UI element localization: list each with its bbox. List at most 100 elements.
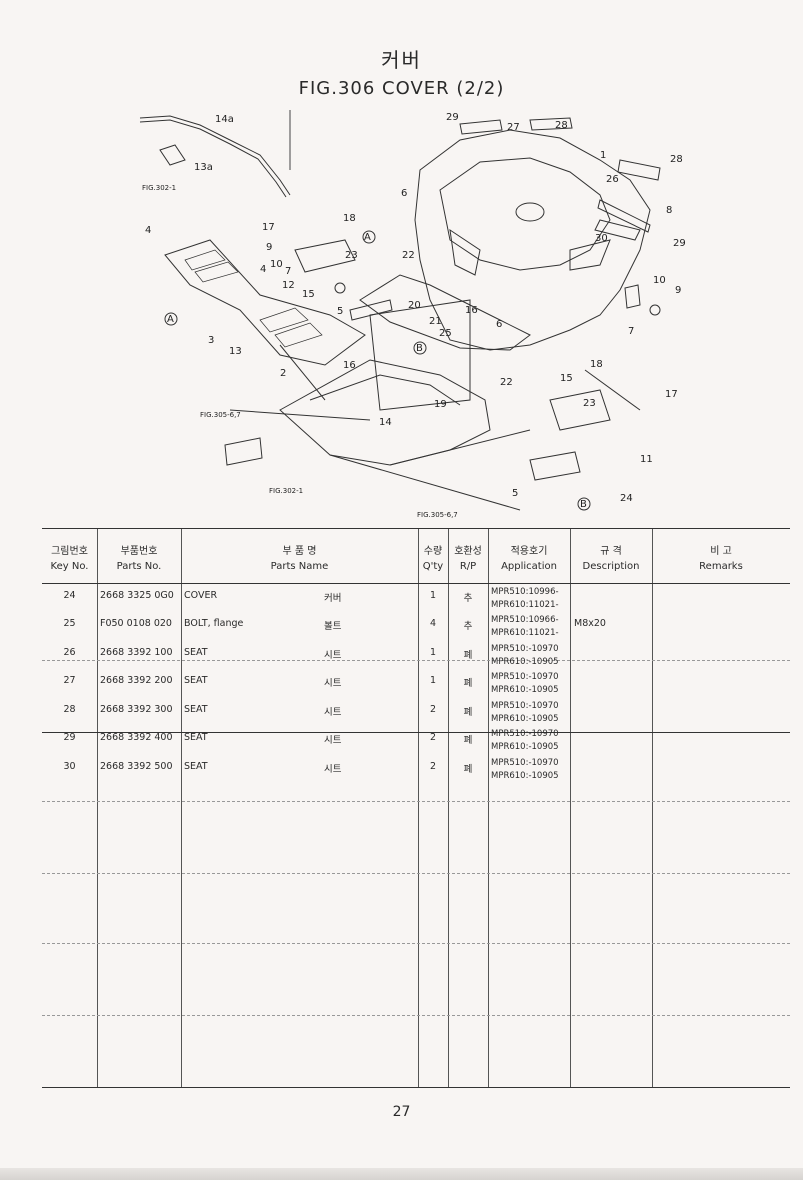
callout: B <box>416 343 423 354</box>
row-24-name-ko: 커버 <box>324 593 342 604</box>
callout: 11 <box>640 454 653 465</box>
seat-28-right <box>617 159 661 181</box>
cover-body <box>414 129 651 351</box>
row-25-application: MPR610:11021- <box>491 628 559 638</box>
row-30-name: SEAT <box>184 761 208 772</box>
row-24-name: COVER <box>184 590 218 601</box>
row-25-part-no: F050 0108 020 <box>100 618 172 629</box>
row-26-application: MPR510:-10970 <box>491 644 559 654</box>
callout: 2 <box>280 368 286 379</box>
callout: 6 <box>401 188 407 199</box>
cover-24 <box>529 451 581 481</box>
row-29-part-no: 2668 3392 400 <box>100 732 173 743</box>
grommet-9 <box>649 304 661 316</box>
row-24-application: MPR610:11021- <box>491 600 559 610</box>
row-30-application: MPR610:-10905 <box>491 771 559 781</box>
callout: 13a <box>194 162 213 173</box>
row-26-rp: 폐 <box>463 650 473 661</box>
seat-29-top <box>459 119 503 135</box>
row-27-application: MPR610:-10905 <box>491 685 559 695</box>
row-27-application: MPR510:-10970 <box>491 672 559 682</box>
callout: 16 <box>343 360 356 371</box>
row-26-name-ko: 시트 <box>324 650 342 661</box>
row-25-name-ko: 볼트 <box>324 621 342 632</box>
callout: B <box>580 499 587 510</box>
seat-28-top <box>529 117 573 131</box>
callout: 17 <box>262 222 275 233</box>
row-28-part-no: 2668 3392 300 <box>100 704 173 715</box>
row-28-key: 28 <box>63 704 76 715</box>
row-29-rp: 폐 <box>463 735 473 746</box>
row-26-qty: 1 <box>429 647 437 658</box>
callout: A <box>167 314 174 325</box>
bracket-assembly <box>369 299 471 411</box>
callout: FIG.305-6,7 <box>417 511 458 519</box>
callout: 28 <box>670 154 683 165</box>
bracket-7 <box>624 284 641 309</box>
callout: 4 <box>145 225 151 236</box>
figure-title-korean: 커버 <box>381 48 422 72</box>
row-26-name: SEAT <box>184 647 208 658</box>
callout: 18 <box>343 213 356 224</box>
floor-panel <box>359 274 531 351</box>
seat-30 <box>594 219 641 241</box>
row-24-application: MPR510:10996- <box>491 587 559 597</box>
row-27-name: SEAT <box>184 675 208 686</box>
callout: 25 <box>439 328 452 339</box>
callout: 24 <box>620 493 633 504</box>
row-30-rp: 폐 <box>463 764 473 775</box>
callout: 28 <box>555 120 568 131</box>
callout: FIG.302-1 <box>269 487 303 495</box>
diagram-callouts: 14a 13a FIG.302-1 29 27 28 1 26 28 8 29 … <box>142 112 686 519</box>
callout: 22 <box>500 377 513 388</box>
callout: 3 <box>208 335 214 346</box>
row-28-rp: 폐 <box>463 707 473 718</box>
row-26-application: MPR610:-10905 <box>491 657 559 667</box>
callout: 18 <box>590 359 603 370</box>
callout: 23 <box>345 250 358 261</box>
row-30-qty: 2 <box>429 761 437 772</box>
row-30-application: MPR510:-10970 <box>491 758 559 768</box>
callout: 7 <box>628 326 634 337</box>
callout: 29 <box>446 112 459 123</box>
callout: 30 <box>595 233 608 244</box>
row-29-key: 29 <box>63 732 76 743</box>
row-27-part-no: 2668 3392 200 <box>100 675 173 686</box>
row-26-key: 26 <box>63 647 76 658</box>
callout: FIG.302-1 <box>142 184 176 192</box>
row-25-key: 25 <box>63 618 76 629</box>
seat-29-side <box>597 199 651 233</box>
callout: 27 <box>507 122 520 133</box>
callout: 15 <box>302 289 315 300</box>
row-29-application: MPR610:-10905 <box>491 742 559 752</box>
callout: 17 <box>665 389 678 400</box>
row-27-key: 27 <box>63 675 76 686</box>
callout: 19 <box>434 399 447 410</box>
callout: 14a <box>215 114 234 125</box>
bracket-12 <box>294 239 356 273</box>
callout: 15 <box>560 373 573 384</box>
scan-edge <box>0 1168 803 1180</box>
row-24-part-no: 2668 3325 0G0 <box>100 590 174 601</box>
callout: 9 <box>266 242 272 253</box>
bushing-15 <box>334 282 346 294</box>
row-25-rp: 추 <box>463 621 473 632</box>
row-27-rp: 폐 <box>463 678 473 689</box>
callout: 29 <box>673 238 686 249</box>
row-24-key: 24 <box>63 590 76 601</box>
callout: 7 <box>285 266 291 277</box>
callout: 23 <box>583 398 596 409</box>
callout: 22 <box>402 250 415 261</box>
callout: 26 <box>606 174 619 185</box>
bracket-11 <box>549 389 611 431</box>
callout: 10 <box>653 275 666 286</box>
callout: FIG.305-6,7 <box>200 411 241 419</box>
callout: 16 <box>465 305 478 316</box>
